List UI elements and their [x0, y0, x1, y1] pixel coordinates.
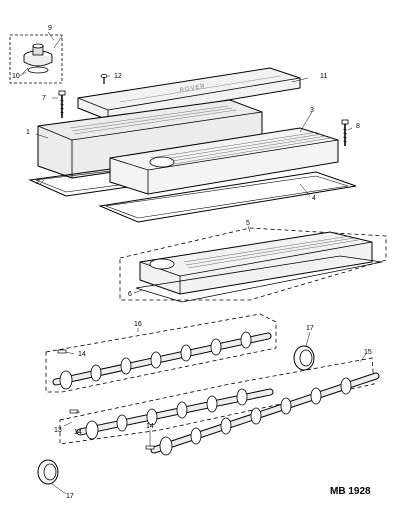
callout-11: 11 — [320, 73, 327, 80]
callout-15: 15 — [364, 349, 372, 356]
callout-14-lower: 14 — [146, 423, 154, 430]
dowel-pin-part — [145, 445, 155, 450]
callout-17-upper: 17 — [306, 325, 314, 332]
oil-filler-cap-group — [9, 34, 63, 84]
callout-1: 1 — [26, 129, 30, 136]
rocker-cover-assembly-group — [119, 227, 387, 303]
rocker-cover-right-part — [109, 127, 339, 195]
callout-8: 8 — [356, 123, 360, 130]
callout-14-upper: 14 — [78, 351, 86, 358]
gasket-right-part — [98, 171, 357, 223]
filler-cap-part — [23, 43, 53, 74]
screw-part — [100, 74, 108, 84]
camshaft-group — [59, 357, 380, 456]
callout-13: 13 — [54, 427, 62, 434]
dowel-pin-part — [69, 409, 79, 414]
callout-10: 10 — [12, 73, 20, 80]
oil-seal-part — [293, 345, 315, 371]
inset-box — [9, 34, 63, 84]
plenum-cover-part: ROVER — [77, 67, 301, 121]
camshaft-group — [45, 313, 277, 393]
callout-9: 9 — [48, 25, 52, 32]
leader-lines — [19, 31, 367, 495]
callout-6: 6 — [128, 291, 132, 298]
embossed-text: ROVER — [179, 83, 206, 93]
figure-reference: MB 1928 — [330, 486, 371, 497]
bolt-part — [341, 119, 349, 146]
bolt-part — [58, 90, 66, 118]
callout-14-middle: 14 — [74, 429, 82, 436]
oil-seal-part — [37, 459, 59, 485]
camshaft-part — [52, 331, 272, 390]
callout-4: 4 — [312, 195, 316, 202]
callout-7: 7 — [42, 95, 46, 102]
camshaft-part — [150, 372, 380, 456]
dowel-pin-part — [57, 349, 67, 354]
callout-12: 12 — [114, 73, 122, 80]
callout-2: 2 — [36, 179, 40, 186]
callout-3: 3 — [310, 107, 314, 114]
callout-5: 5 — [246, 220, 250, 227]
callout-17-lower: 17 — [66, 493, 74, 500]
callout-16: 16 — [134, 321, 142, 328]
camshaft-part — [76, 388, 274, 440]
